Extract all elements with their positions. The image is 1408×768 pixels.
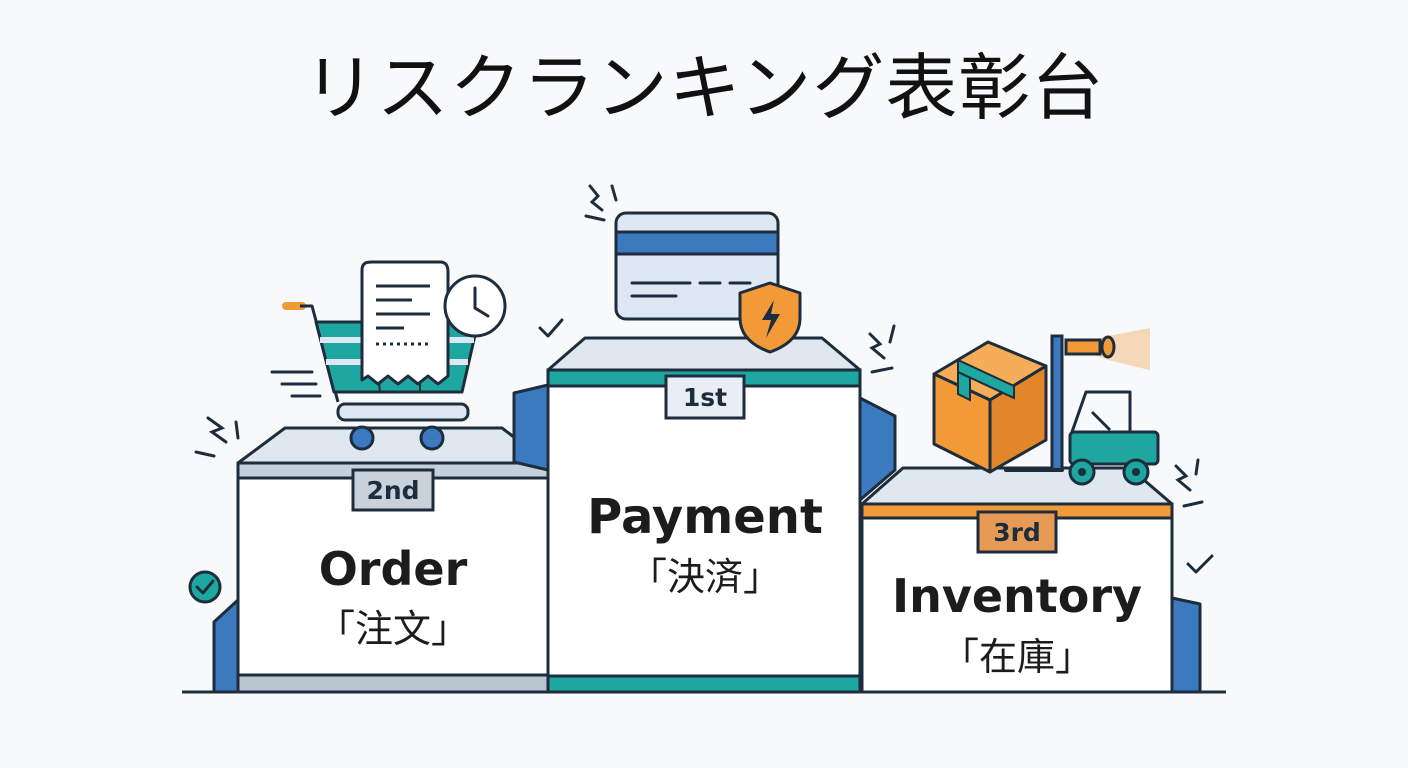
clock-icon	[443, 274, 507, 338]
spark-lines-order	[194, 416, 240, 458]
rank-label-second: 2nd	[366, 476, 419, 505]
rank-badge-second: 2nd	[351, 468, 435, 512]
credit-card-icon	[614, 211, 780, 321]
category-label-order-jp: 「注文」	[317, 607, 469, 651]
rank-label-first: 1st	[683, 383, 727, 412]
check-mark-inventory	[1186, 554, 1214, 574]
receipt-icon	[360, 260, 450, 386]
shield-lightning-icon	[738, 281, 802, 354]
category-label-inventory-jp: 「在庫」	[941, 635, 1093, 679]
category-label-payment-jp: 「決済」	[629, 555, 781, 599]
rank-label-third: 3rd	[993, 518, 1041, 547]
check-mark-small	[538, 318, 564, 338]
podium-first: 1st Payment 「決済」	[512, 336, 897, 694]
package-box-icon	[932, 340, 1048, 474]
page-title: リスクランキング表彰台	[303, 46, 1105, 130]
forklift-icon	[1004, 328, 1160, 486]
rank-badge-third: 3rd	[976, 510, 1058, 554]
category-label-payment: Payment	[587, 489, 823, 545]
check-icon-order	[188, 570, 222, 604]
spark-lines-inventory	[1174, 458, 1204, 508]
podium-second: 2nd Order 「注文」	[212, 426, 550, 694]
category-label-inventory: Inventory	[892, 569, 1142, 623]
category-label-order: Order	[319, 542, 468, 596]
podium-third: 3rd Inventory 「在庫」	[860, 466, 1202, 694]
spark-lines-card	[584, 184, 618, 222]
rank-badge-first: 1st	[664, 374, 746, 420]
spark-lines-payment-right	[868, 324, 896, 374]
